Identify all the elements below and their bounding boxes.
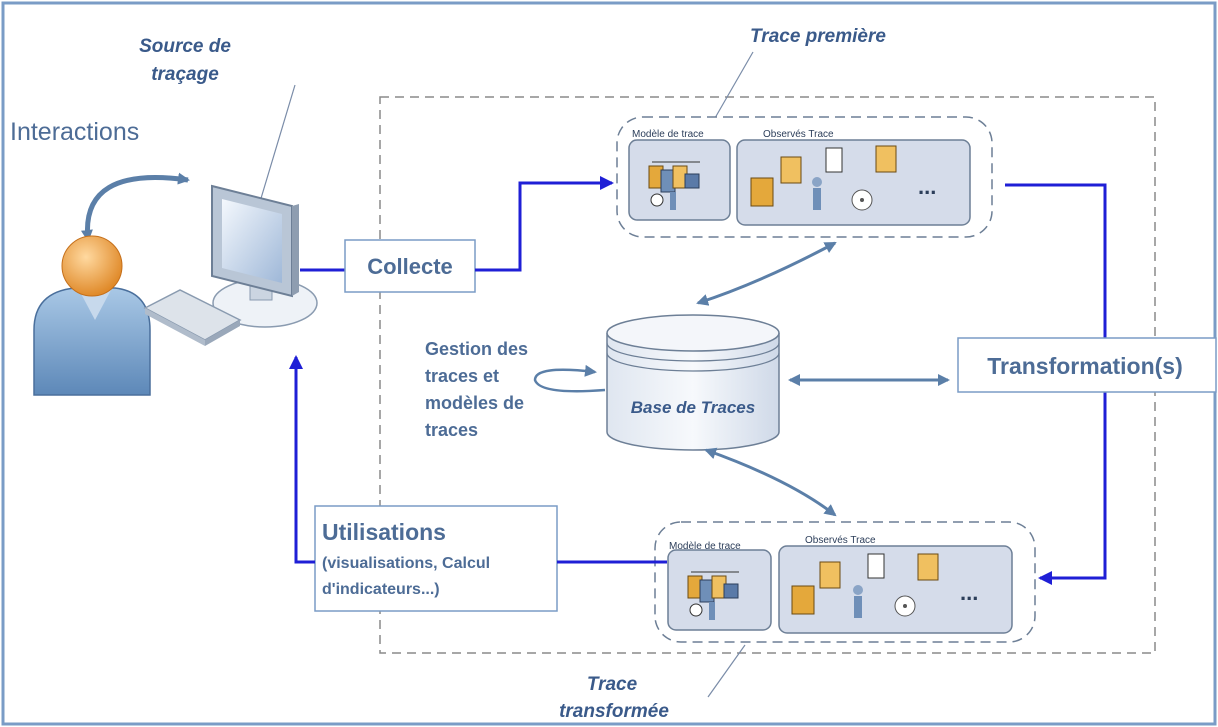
transformations-label: Transformation(s)	[987, 353, 1183, 379]
gestion-label-2: traces et	[425, 366, 499, 386]
collecte-arrow	[475, 176, 614, 272]
utilisations-label: Utilisations	[322, 519, 446, 545]
interactions-arrow	[80, 172, 190, 242]
observes-trace-label-top: Observés Trace	[763, 129, 834, 140]
trace-transformee-pointer	[707, 644, 746, 698]
source-label-2: traçage	[151, 64, 219, 85]
observes-trace-label-bottom: Observés Trace	[805, 535, 876, 546]
trace-premiere-pointer	[714, 51, 754, 119]
collecte-label: Collecte	[367, 254, 453, 279]
utilisations-to-computer-arrow	[289, 355, 315, 564]
db-to-trace-transformee-arrow	[704, 447, 837, 517]
observes-icons-top	[750, 145, 897, 211]
collecte-box	[344, 239, 476, 293]
modele-trace-label-top: Modèle de trace	[632, 129, 704, 140]
user-icon	[33, 235, 151, 396]
db-to-trace-premiere-arrow	[696, 241, 837, 306]
modele-trace-icons-bottom	[687, 571, 739, 620]
source-label-1: Source de	[139, 36, 231, 57]
interactions-label: Interactions	[10, 118, 139, 146]
gestion-loop-arrow	[533, 364, 606, 393]
computer-icon	[143, 184, 318, 346]
modele-trace-label-bottom: Modèle de trace	[669, 541, 741, 552]
transformations-box	[957, 337, 1217, 393]
trace-transformee-label-1: Trace	[587, 674, 638, 695]
utilisations-detail-2: d'indicateurs...)	[322, 581, 440, 598]
gestion-label-3: modèles de	[425, 393, 524, 413]
modele-trace-icons-top	[648, 161, 700, 210]
gestion-label-4: traces	[425, 420, 478, 440]
base-de-traces-cylinder	[606, 314, 780, 451]
base-de-traces-label: Base de Traces	[631, 398, 755, 417]
observes-icons-bottom	[791, 553, 939, 618]
utilisations-detail-1: (visualisations, Calcul	[322, 555, 490, 572]
gestion-label-1: Gestion des	[425, 339, 528, 359]
ellipsis-bottom: ...	[960, 580, 978, 605]
utilisations-box	[314, 505, 558, 612]
trace-transformee-label-2: transformée	[559, 701, 669, 722]
trace-premiere-label: Trace première	[750, 26, 886, 47]
ellipsis-top: ...	[918, 174, 936, 199]
